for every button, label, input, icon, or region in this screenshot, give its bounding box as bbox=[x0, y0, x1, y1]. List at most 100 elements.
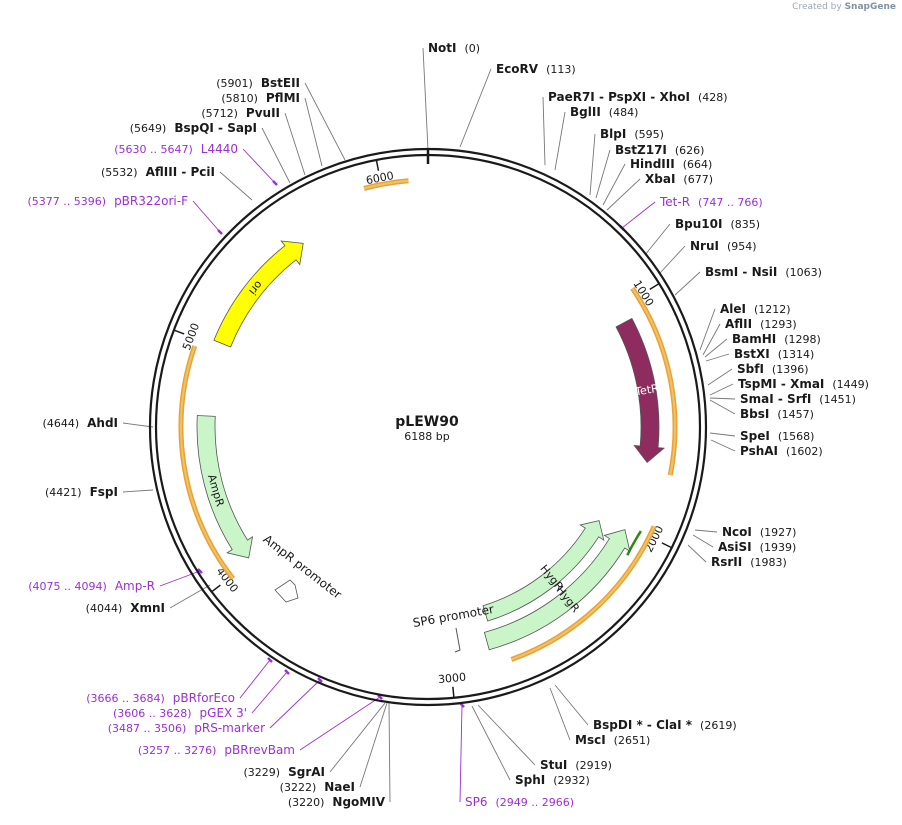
site-label-right[interactable]: SbfI(1396) bbox=[737, 362, 809, 376]
leader-line bbox=[239, 659, 271, 699]
site-label-right[interactable]: SphI(2932) bbox=[515, 773, 590, 787]
site-name: SP6 bbox=[465, 795, 488, 809]
leader-line bbox=[388, 702, 391, 803]
site-label-left[interactable]: pBRforEco(3666 .. 3684) bbox=[86, 691, 235, 705]
site-name: BstEII bbox=[261, 76, 300, 90]
site-position: (4644) bbox=[43, 417, 80, 430]
primer-mark bbox=[377, 694, 383, 700]
site-name: XbaI bbox=[645, 172, 675, 186]
site-label-right[interactable]: SpeI(1568) bbox=[740, 429, 814, 443]
site-position: (2619) bbox=[700, 719, 737, 732]
tetr-arrow[interactable]: TetR bbox=[615, 317, 666, 464]
site-label-right[interactable]: MscI(2651) bbox=[575, 733, 650, 747]
site-label-left[interactable]: PflMI(5810) bbox=[221, 91, 300, 105]
site-label-left[interactable]: pBR322ori-F(5377 .. 5396) bbox=[28, 194, 189, 208]
tick-mark bbox=[211, 584, 221, 593]
site-position: (677) bbox=[683, 173, 713, 186]
leader-lines bbox=[122, 47, 736, 803]
site-label-right[interactable]: BstXI(1314) bbox=[734, 347, 814, 361]
tetr-arrow-label: TetR bbox=[633, 382, 660, 399]
site-position: (113) bbox=[546, 63, 576, 76]
site-name: SbfI bbox=[737, 362, 764, 376]
orange-band-top-inner bbox=[363, 179, 409, 190]
site-label-right[interactable]: BstZ17I(626) bbox=[615, 143, 704, 157]
site-position: (3257 .. 3276) bbox=[138, 744, 217, 757]
site-label-left[interactable]: NaeI(3222) bbox=[280, 780, 355, 794]
leader-line bbox=[192, 200, 221, 233]
site-label-left[interactable]: AhdI(4644) bbox=[43, 416, 118, 430]
orange-band-left-inner bbox=[180, 345, 234, 580]
ampr-promoter-arrow[interactable] bbox=[274, 579, 299, 603]
site-label-right[interactable]: TspMI - XmaI(1449) bbox=[738, 377, 869, 391]
site-label-left[interactable]: BspQI - SapI(5649) bbox=[130, 121, 257, 135]
primer-mark bbox=[217, 229, 223, 235]
site-label-right[interactable]: BbsI(1457) bbox=[740, 407, 814, 421]
site-label-right[interactable]: SmaI - SrfI(1451) bbox=[740, 392, 856, 406]
site-label-left[interactable]: NgoMIV(3220) bbox=[288, 795, 386, 809]
site-name: RsrII bbox=[711, 555, 742, 569]
leader-line bbox=[122, 489, 154, 493]
orange-band-lower-right-inner bbox=[511, 525, 656, 661]
site-position: (1063) bbox=[785, 266, 822, 279]
site-label-right[interactable]: HindIII(664) bbox=[630, 157, 712, 171]
site-label-right[interactable]: NruI(954) bbox=[690, 239, 757, 253]
snapgene-credit: Created by SnapGene bbox=[792, 2, 896, 12]
site-label-right[interactable]: PaeR7I - PspXI - XhoI(428) bbox=[548, 90, 728, 104]
site-label-right[interactable]: EcoRV(113) bbox=[496, 62, 576, 76]
leader-line bbox=[595, 149, 611, 199]
site-position: (4421) bbox=[45, 486, 82, 499]
orange-band-right-inner bbox=[631, 287, 676, 476]
site-label-left[interactable]: pGEX 3'(3606 .. 3628) bbox=[113, 706, 247, 720]
site-label-right[interactable]: BsmI - NsiI(1063) bbox=[705, 265, 822, 279]
leader-line bbox=[219, 171, 253, 201]
site-label-left[interactable]: XmnI(4044) bbox=[86, 601, 165, 615]
site-label-right[interactable]: AleI(1212) bbox=[720, 302, 791, 316]
site-name: AsiSI bbox=[718, 540, 752, 554]
sp6-promoter-arrow[interactable] bbox=[454, 627, 461, 653]
site-label-left[interactable]: Amp-R(4075 .. 4094) bbox=[28, 579, 155, 593]
site-name: NcoI bbox=[722, 525, 752, 539]
hygr-arrow-outer[interactable]: HygR bbox=[483, 529, 631, 651]
site-label-left[interactable]: AflIII - PciI(5532) bbox=[101, 165, 215, 179]
site-label-right[interactable]: NcoI(1927) bbox=[722, 525, 796, 539]
site-label-right[interactable]: XbaI (677) bbox=[645, 172, 713, 186]
site-label-right[interactable]: RsrII(1983) bbox=[711, 555, 787, 569]
site-label-left[interactable]: SgrAI(3229) bbox=[244, 765, 325, 779]
site-label-right[interactable]: NotI(0) bbox=[428, 41, 480, 55]
site-position: (2932) bbox=[553, 774, 590, 787]
site-label-left[interactable]: PvuII(5712) bbox=[201, 106, 280, 120]
site-label-left[interactable]: pBRrevBam(3257 .. 3276) bbox=[138, 743, 295, 757]
site-label-left[interactable]: FspI(4421) bbox=[45, 485, 118, 499]
site-label-left[interactable]: pRS-marker(3487 .. 3506) bbox=[108, 721, 265, 735]
credit-prefix: Created by bbox=[792, 2, 842, 12]
site-label-right[interactable]: BamHI(1298) bbox=[732, 332, 821, 346]
ori-arrow[interactable]: ori bbox=[213, 240, 304, 348]
leader-line bbox=[359, 702, 388, 788]
site-name: BspQI - SapI bbox=[174, 121, 257, 135]
site-name: SgrAI bbox=[288, 765, 325, 779]
site-label-right[interactable]: BspDI * - ClaI *(2619) bbox=[593, 718, 737, 732]
site-label-right[interactable]: StuI(2919) bbox=[540, 758, 612, 772]
site-label-right[interactable]: AsiSI(1939) bbox=[718, 540, 796, 554]
site-label-right[interactable]: BlpI(595) bbox=[600, 127, 664, 141]
site-label-right[interactable]: BglII(484) bbox=[570, 105, 638, 119]
site-position: (5532) bbox=[101, 166, 138, 179]
credit-brand: SnapGene bbox=[844, 2, 896, 12]
leader-line bbox=[554, 684, 589, 726]
leader-line bbox=[169, 584, 211, 609]
site-label-left[interactable]: BstEII(5901) bbox=[216, 76, 300, 90]
site-label-right[interactable]: Bpu10I(835) bbox=[675, 217, 760, 231]
site-label-right[interactable]: PshAI(1602) bbox=[740, 444, 823, 458]
site-label-right[interactable]: SP6(2949 .. 2966) bbox=[465, 795, 574, 809]
site-label-left[interactable]: L4440(5630 .. 5647) bbox=[114, 142, 238, 156]
site-name: pBRforEco bbox=[173, 691, 235, 705]
ampr-arrow[interactable]: AmpR bbox=[196, 415, 254, 559]
site-position: (747 .. 766) bbox=[698, 196, 763, 209]
hygr-arrow-inner[interactable]: HygR bbox=[482, 520, 605, 622]
site-name: PvuII bbox=[246, 106, 280, 120]
site-position: (5377 .. 5396) bbox=[28, 195, 107, 208]
site-label-right[interactable]: AflII(1293) bbox=[725, 317, 797, 331]
leader-line bbox=[709, 399, 736, 415]
tick-mark bbox=[649, 282, 660, 291]
site-label-right[interactable]: Tet-R(747 .. 766) bbox=[659, 195, 763, 209]
